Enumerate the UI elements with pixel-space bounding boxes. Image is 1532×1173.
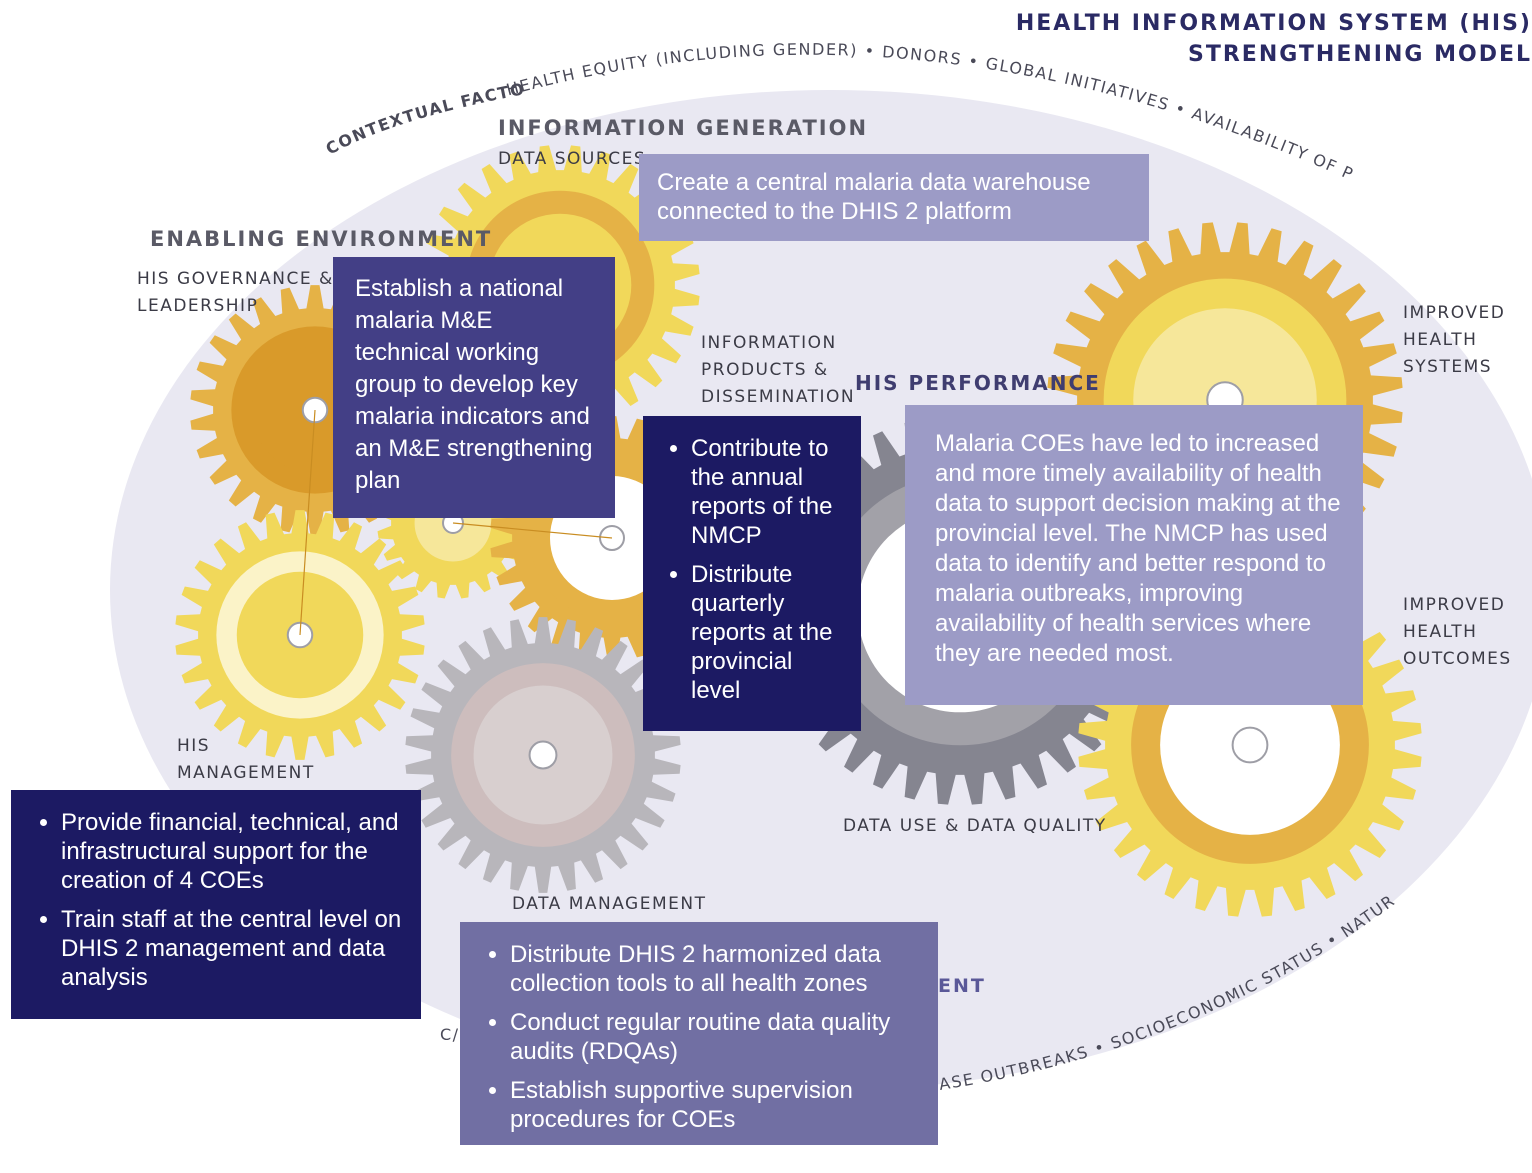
- twg-text: Establish a national malaria M&E technic…: [355, 275, 593, 494]
- warehouse-box: Create a central malaria data warehouse …: [639, 154, 1149, 241]
- warehouse-text: Create a central malaria data warehouse …: [657, 169, 1091, 225]
- belt-line: [299, 409, 316, 636]
- information-generation-heading: INFORMATION GENERATION: [498, 116, 869, 140]
- context-fragment: C/: [440, 1025, 460, 1044]
- improved-systems-label: IMPROVED HEALTH SYSTEMS: [1403, 303, 1506, 377]
- gear-improved-outcomes-hub: [1231, 726, 1269, 764]
- contextual-factors-label: CONTEXTUAL FACTORS: [0, 0, 527, 159]
- management-item: Provide financial, technical, and infras…: [61, 808, 407, 895]
- twg-box: Establish a national malaria M&E technic…: [333, 257, 615, 518]
- data-use-label: DATA USE & DATA QUALITY: [843, 816, 1107, 836]
- partial-heading: ENT: [938, 975, 986, 997]
- performance-text: Malaria COEs have led to increased and m…: [935, 430, 1341, 667]
- his-performance-heading: HIS PERFORMANCE: [855, 371, 1101, 395]
- belt-line: [452, 522, 613, 539]
- diagram-title: HEALTH INFORMATION SYSTEM (HIS) STRENGTH…: [1015, 11, 1532, 67]
- improved-outcomes-label: IMPROVED HEALTH OUTCOMES: [1403, 595, 1512, 669]
- data-mgmt-item: Conduct regular routine data quality aud…: [510, 1008, 924, 1066]
- data-sources-label: DATA SOURCES: [498, 149, 647, 169]
- his-management-label: HIS MANAGEMENT: [177, 736, 315, 783]
- data-management-label: DATA MANAGEMENT: [512, 894, 707, 914]
- gear-data-management-hub: [528, 740, 558, 770]
- data-mgmt-item: Establish supportive supervision procedu…: [510, 1076, 924, 1134]
- enabling-environment-heading: ENABLING ENVIRONMENT: [150, 227, 493, 251]
- data-mgmt-item: Distribute DHIS 2 harmonized data collec…: [510, 940, 924, 998]
- products-item: Distribute quarterly reports at the prov…: [691, 560, 843, 705]
- products-item: Contribute to the annual reports of the …: [691, 434, 843, 550]
- data-management-box: Distribute DHIS 2 harmonized data collec…: [460, 922, 938, 1145]
- governance-label: HIS GOVERNANCE & LEADERSHIP: [137, 269, 334, 316]
- performance-box: Malaria COEs have led to increased and m…: [905, 405, 1363, 705]
- management-box: Provide financial, technical, and infras…: [11, 790, 421, 1019]
- management-item: Train staff at the central level on DHIS…: [61, 905, 407, 992]
- products-box: Contribute to the annual reports of the …: [643, 416, 861, 731]
- info-products-label: INFORMATION PRODUCTS & DISSEMINATION: [701, 333, 856, 407]
